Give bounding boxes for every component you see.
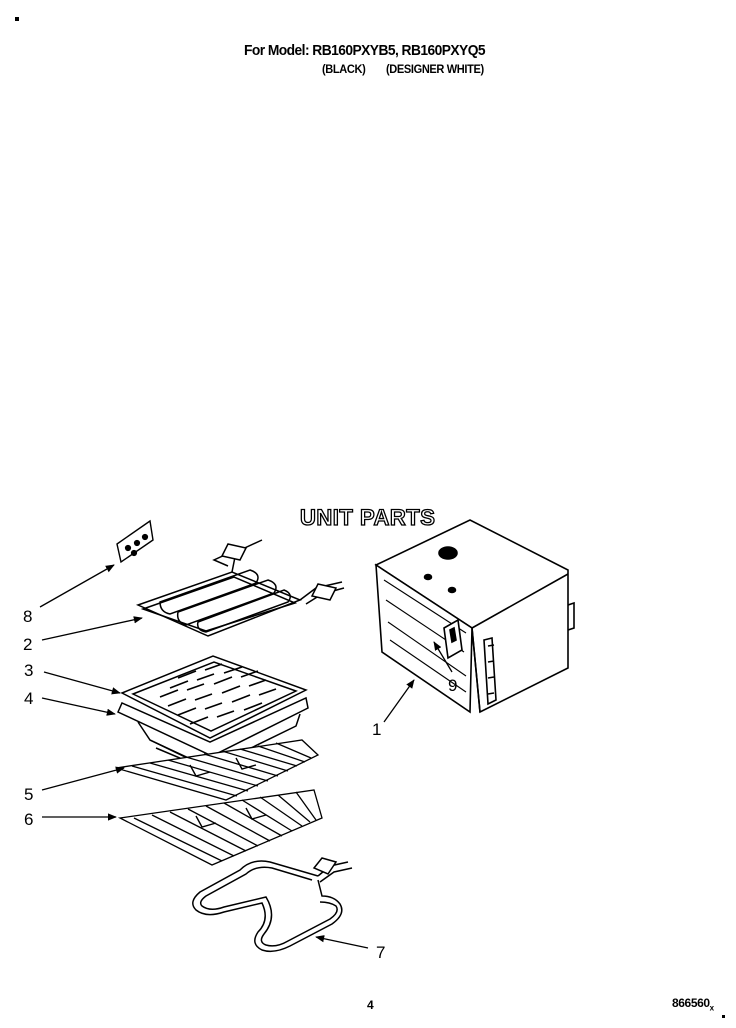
leader-1 <box>383 679 415 723</box>
figure-number: 866560x <box>672 996 714 1012</box>
variant-black-label: (BLACK) <box>322 62 366 76</box>
part-5-oven-rack <box>115 739 320 801</box>
part-8-terminal-block <box>116 519 154 564</box>
callout-2: 2 <box>23 635 33 654</box>
part-3-broiler-grid <box>120 655 308 739</box>
callout-4: 4 <box>24 689 34 708</box>
leader-lines <box>39 564 453 949</box>
page-number: 4 <box>367 998 374 1012</box>
model-header: For Model: RB160PXYB5, RB160PXYQ5 <box>244 42 486 59</box>
callout-9: 9 <box>448 676 458 695</box>
bottom-dot-mark <box>722 1015 725 1018</box>
figure-number-suffix: x <box>709 1003 714 1013</box>
callout-6: 6 <box>24 810 34 829</box>
leader-4 <box>41 697 116 716</box>
callout-8: 8 <box>23 607 33 626</box>
leader-5 <box>41 766 125 791</box>
leader-8 <box>39 564 115 608</box>
leader-9 <box>433 641 453 673</box>
callout-7: 7 <box>376 943 386 962</box>
variant-white-label: (DESIGNER WHITE) <box>386 62 484 76</box>
callout-3: 3 <box>24 661 34 680</box>
corner-dot-mark <box>15 17 19 21</box>
leader-2 <box>41 616 143 641</box>
part-1-oven-cavity <box>374 519 575 714</box>
leader-7 <box>315 935 369 949</box>
part-2-broil-element <box>135 539 345 637</box>
part-7-bake-element <box>192 857 353 953</box>
unit-parts-title: UNIT PARTS <box>299 504 436 530</box>
callout-5: 5 <box>24 785 34 804</box>
figure-number-value: 866560 <box>672 996 710 1010</box>
callout-1: 1 <box>372 720 382 739</box>
part-6-oven-rack <box>117 789 323 866</box>
leader-3 <box>43 671 121 695</box>
